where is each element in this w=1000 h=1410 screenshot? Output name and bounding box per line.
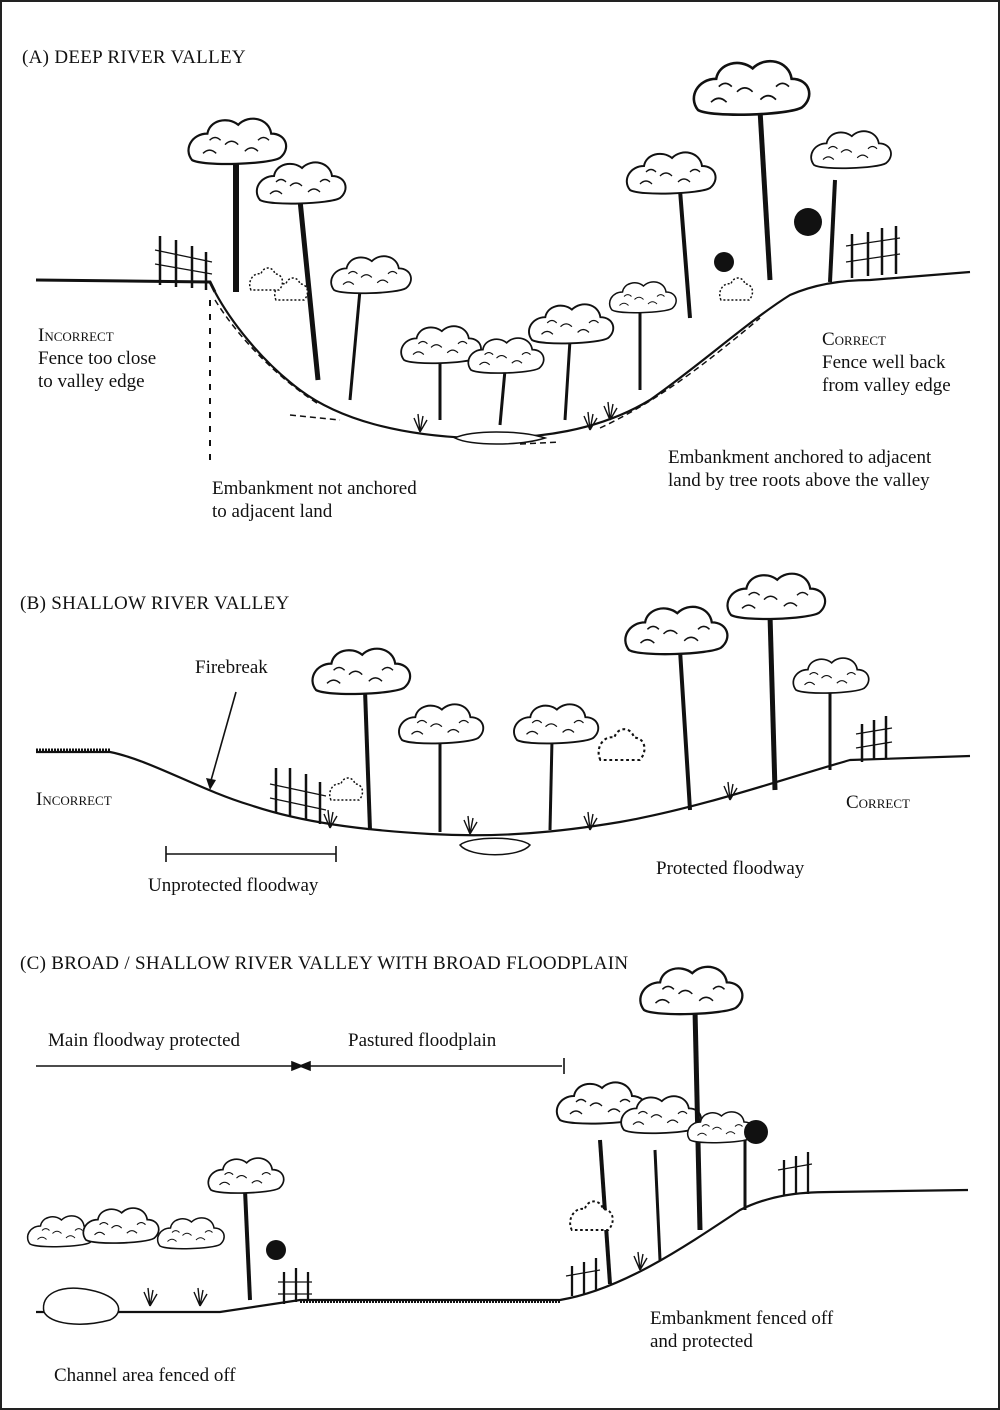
panel-c-trees-right [557,967,768,1284]
panel-b-fence-right [856,716,892,762]
panel-a-fence-right [846,226,900,278]
panel-a-anchored-note: Embankment anchored to adjacent land by … [668,446,931,492]
panel-b-incorrect-label: Incorrect [36,788,112,811]
panel-a-incorrect-note: Incorrect Fence too close to valley edge [38,324,156,393]
panel-b-drawing [36,574,970,862]
pastured-floodplain-label: Pastured floodplain [348,1029,496,1052]
unprotected-floodway-span [166,846,336,862]
panel-a-drawing [36,61,970,462]
panel-a-correct-line-2: from valley edge [822,374,951,397]
panel-c-fence-left [278,1268,312,1304]
main-floodway-label: Main floodway protected [48,1029,240,1052]
panel-a-unanchored-line-1: Embankment not anchored [212,477,417,500]
panel-a-unanchored-note: Embankment not anchored to adjacent land [212,477,417,523]
panel-a-trees-right [627,61,891,318]
panel-b-trees [313,574,869,834]
panel-a-river [455,432,545,444]
panel-a-trees-left [189,119,411,400]
unprotected-floodway-label: Unprotected floodway [148,874,318,897]
panel-a-ground-left [36,280,215,292]
panel-c-heading: (C) BROAD / SHALLOW RIVER VALLEY WITH BR… [20,952,628,975]
panel-a-incorrect-line-2: to valley edge [38,370,156,393]
firebreak-label: Firebreak [195,656,268,679]
panel-c-ground [36,1190,968,1312]
panel-a-unanchored-line-2: to adjacent land [212,500,417,523]
protected-floodway-label: Protected floodway [656,857,804,880]
panel-a-heading: (A) DEEP RIVER VALLEY [22,46,246,69]
embankment-protected-line-1: Embankment fenced off [650,1307,833,1330]
panel-a-incorrect-line-1: Fence too close [38,347,156,370]
panel-b-fence-left [270,768,326,824]
panel-c-trees-left [28,1158,286,1306]
embankment-protected-line-2: and protected [650,1330,833,1353]
panel-a-correct-line-1: Fence well back [822,351,951,374]
panel-a-incorrect-title: Incorrect [38,324,156,347]
panel-a-correct-title: Correct [822,328,951,351]
floodway-extent-arrows [36,1058,564,1074]
panel-a-anchored-line-1: Embankment anchored to adjacent [668,446,931,469]
panel-b-heading: (B) SHALLOW RIVER VALLEY [20,592,290,615]
firebreak-pointer [210,692,236,784]
panel-a-correct-note: Correct Fence well back from valley edge [822,328,951,397]
panel-b-river [460,838,530,855]
panel-a-anchored-line-2: land by tree roots above the valley [668,469,931,492]
panel-c-channel [43,1288,118,1324]
panel-c-drawing [28,967,968,1324]
panel-b-correct-label: Correct [846,791,910,814]
channel-fenced-label: Channel area fenced off [54,1364,236,1387]
embankment-protected-note: Embankment fenced off and protected [650,1307,833,1353]
